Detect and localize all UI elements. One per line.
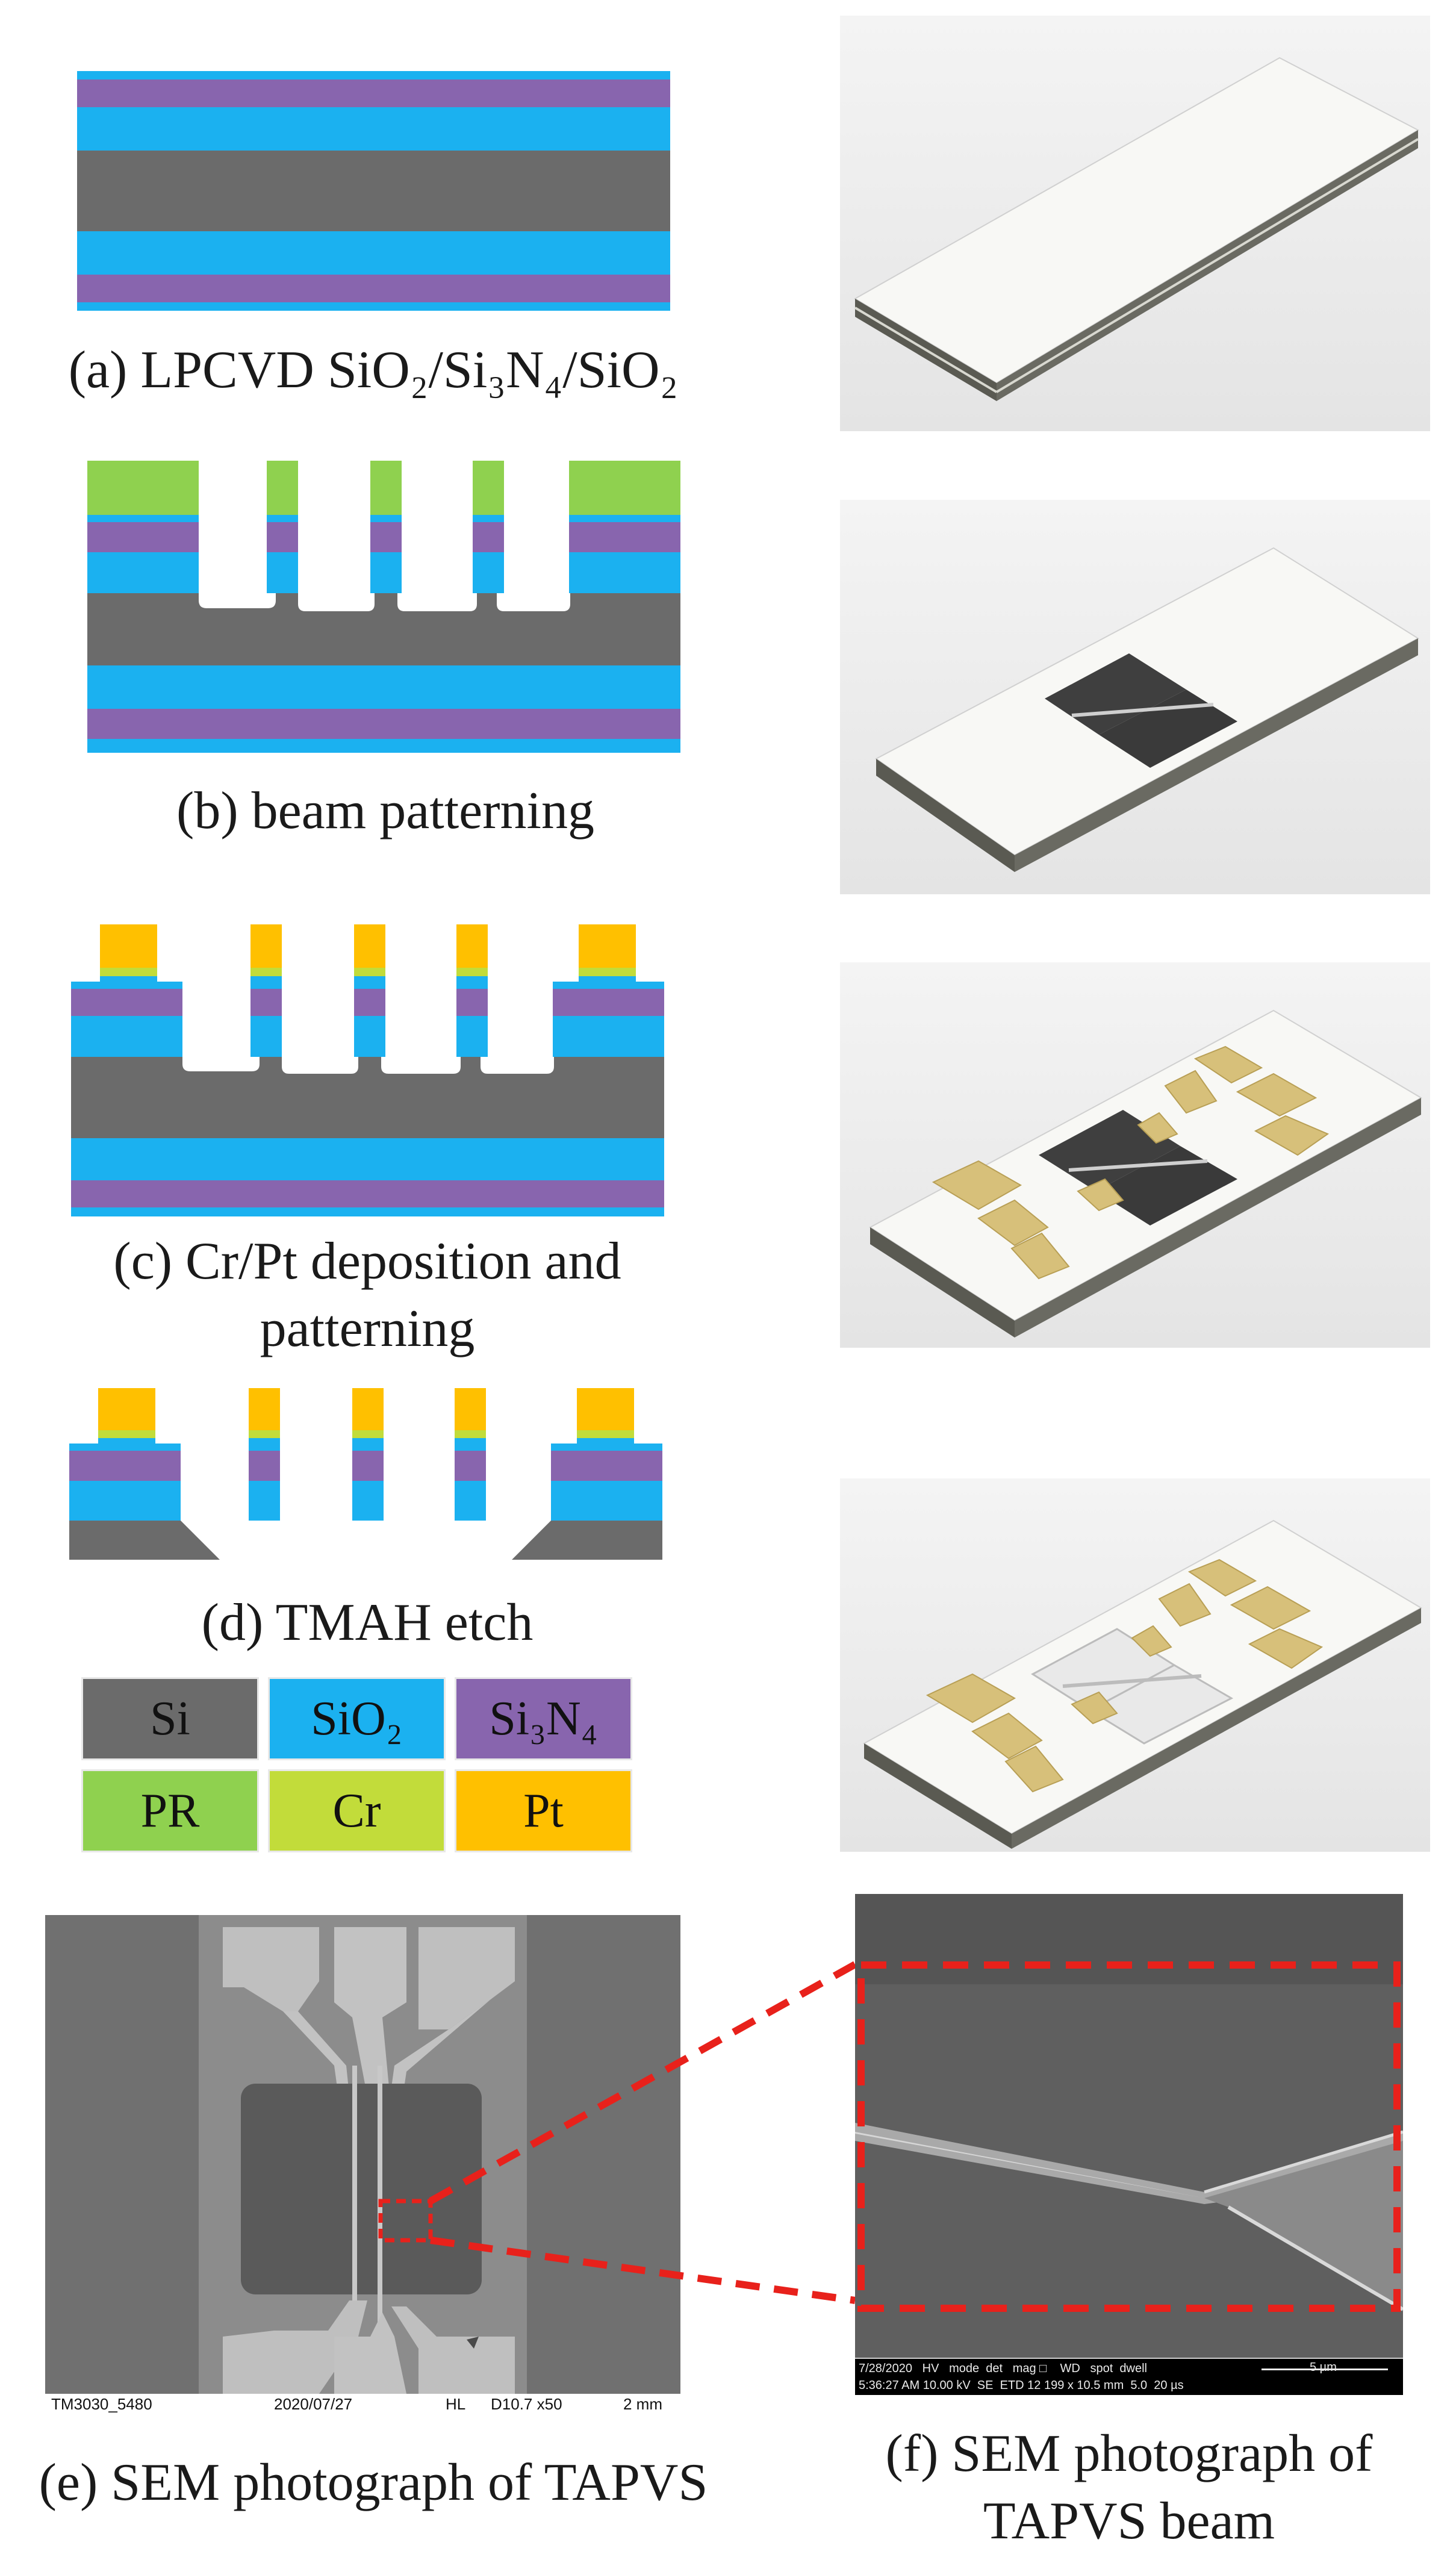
- render-b: [840, 500, 1430, 894]
- caption-c-line1: (c) Cr/Pt deposition and: [113, 1232, 621, 1291]
- legend-cr: Cr: [268, 1769, 446, 1852]
- cross-section-a: [77, 71, 670, 311]
- caption-f-line2: TAPVS beam: [983, 2492, 1275, 2550]
- legend-si3n4: Si₃N₄: [455, 1677, 632, 1760]
- cross-section-d: [69, 1388, 662, 1560]
- sem-f-scale: 5 µm: [1310, 2361, 1337, 2374]
- sem-e-info: D10.7 x50: [491, 2395, 562, 2413]
- sem-f-row1: 7/28/2020 HV mode det mag □ WD spot dwel…: [859, 2362, 1147, 2375]
- caption-f-line1: (f) SEM photograph of: [885, 2425, 1373, 2483]
- render-a: [840, 16, 1430, 431]
- sem-f-databar: 7/28/2020 HV mode det mag □ WD spot dwel…: [855, 2358, 1403, 2395]
- caption-a: (a) LPCVD SiO₂/Si₃N₄/SiO₂: [68, 341, 679, 399]
- render-c: [840, 962, 1430, 1348]
- sem-e-scale: 2 mm: [623, 2395, 662, 2413]
- cross-section-c: [71, 924, 664, 1216]
- caption-d: (d) TMAH etch: [201, 1593, 534, 1652]
- legend-pr: PR: [81, 1769, 259, 1852]
- cross-section-b: [87, 461, 680, 753]
- sem-photo-f: [855, 1894, 1403, 2358]
- sem-e-databar: TM3030_5480 2020/07/27 HL D10.7 x50 2 mm: [45, 2394, 680, 2413]
- caption-e: (e) SEM photograph of TAPVS: [39, 2453, 708, 2512]
- render-d: [840, 1478, 1430, 1852]
- legend-sio2: SiO₂: [268, 1677, 446, 1760]
- sem-f-scalebar: [1262, 2368, 1388, 2370]
- caption-c-line2: patterning: [260, 1300, 475, 1358]
- caption-b: (b) beam patterning: [176, 782, 594, 840]
- sem-e-date: 2020/07/27: [274, 2395, 353, 2413]
- legend-pt: Pt: [455, 1769, 632, 1852]
- sem-photo-e: [45, 1915, 680, 2394]
- sem-f-row2: 5:36:27 AM 10.00 kV SE ETD 12 199 x 10.5…: [859, 2379, 1184, 2392]
- sem-e-id: TM3030_5480: [51, 2395, 152, 2413]
- sem-e-mode: HL: [446, 2395, 466, 2413]
- legend-si: Si: [81, 1677, 259, 1760]
